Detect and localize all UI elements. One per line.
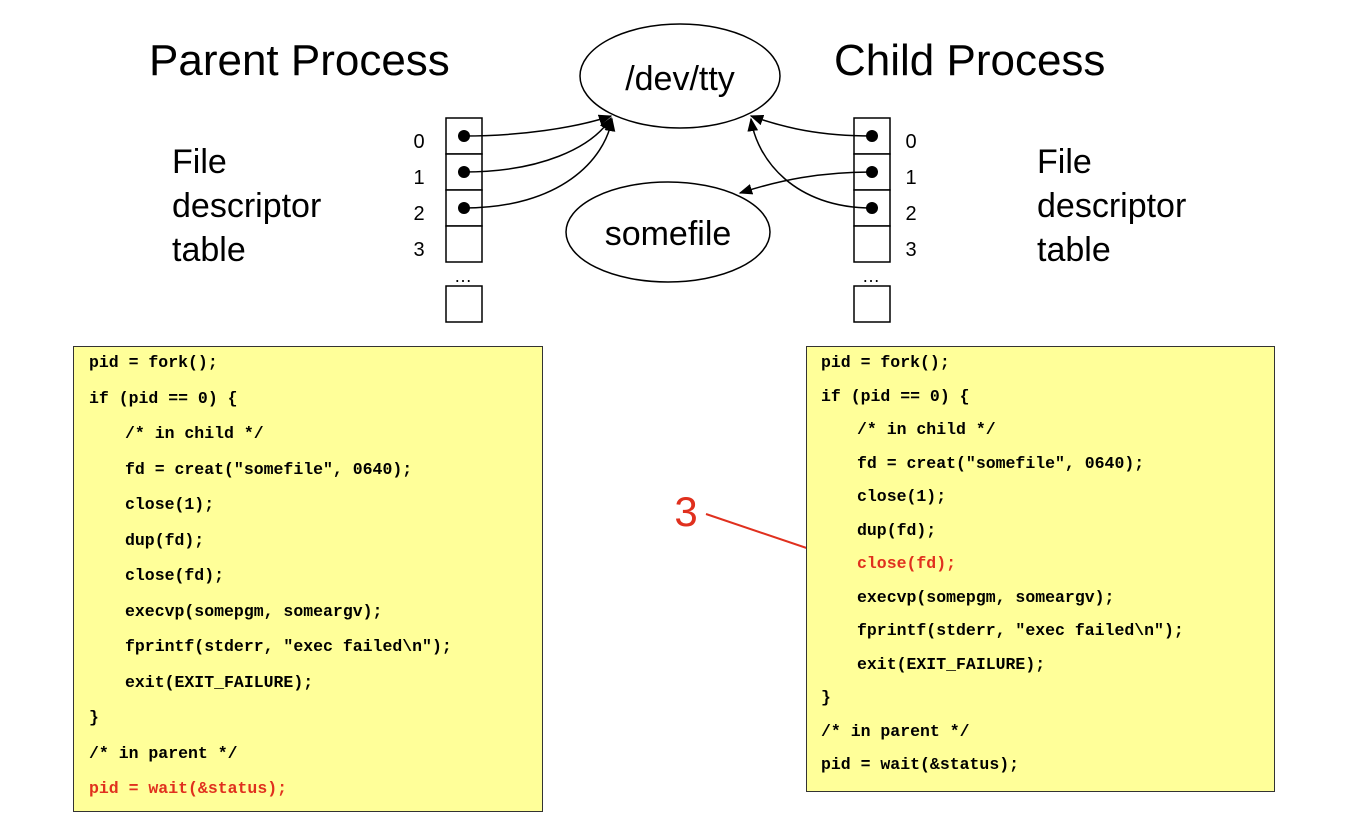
code-line: pid = fork();: [89, 353, 218, 372]
parent-fd-index: 2: [413, 203, 424, 225]
code-line: /* in child */: [125, 424, 264, 443]
code-line: /* in parent */: [821, 722, 970, 741]
code-line-highlighted: pid = wait(&status);: [89, 779, 288, 798]
parent-fd2-arrow: [463, 117, 616, 209]
child-fd-label-line: table: [1037, 231, 1111, 269]
parent-fd-index: 1: [413, 167, 424, 189]
dev-tty-ellipse: [579, 23, 781, 129]
parent-process-title: Parent Process: [149, 36, 450, 85]
parent-fd-index: 3: [413, 239, 424, 261]
code-line: dup(fd);: [857, 521, 937, 540]
parent-fd0-arrow: [463, 114, 613, 137]
child-fd-index: 0: [905, 131, 916, 153]
parent-fd-label-line: table: [172, 231, 246, 269]
child-fd-index: 2: [905, 203, 916, 225]
code-line: exit(EXIT_FAILURE);: [125, 673, 314, 692]
code-line: }: [89, 708, 99, 727]
code-line: fprintf(stderr, "exec failed\n");: [857, 621, 1184, 640]
parent-fd-ellipsis: …: [454, 266, 472, 286]
parent-fd-label-line: descriptor: [172, 187, 322, 225]
parent-code-box: pid = fork(); if (pid == 0) { /* in chil…: [73, 346, 543, 812]
parent-fd-index: 0: [413, 131, 424, 153]
code-line: dup(fd);: [125, 531, 205, 550]
code-line-highlighted: close(fd);: [857, 554, 957, 573]
code-line: /* in parent */: [89, 744, 238, 763]
parent-fd-label-line: File: [172, 143, 227, 181]
child-fd-slot: [853, 225, 891, 263]
child-fd-index: 1: [905, 167, 916, 189]
child-fd-ellipsis: …: [862, 266, 880, 286]
dev-tty-label: /dev/tty: [625, 60, 735, 98]
step-marker: 3: [674, 488, 697, 535]
child-fd-slot-extra: [853, 285, 891, 323]
code-line: pid = fork();: [821, 353, 950, 372]
code-line: execvp(somepgm, someargv);: [857, 588, 1115, 607]
code-line: pid = wait(&status);: [821, 755, 1020, 774]
code-line: }: [821, 688, 831, 707]
child-fd-table-label: File descriptor table: [1037, 140, 1186, 272]
parent-fd-slot: [445, 225, 483, 263]
code-line: execvp(somepgm, someargv);: [125, 602, 383, 621]
code-line: fd = creat("somefile", 0640);: [857, 454, 1145, 473]
somefile-ellipse: [565, 181, 771, 283]
code-line: fd = creat("somefile", 0640);: [125, 460, 413, 479]
parent-fd-slot-extra: [445, 285, 483, 323]
child-fd1-arrow: [738, 171, 873, 195]
code-line: close(fd);: [125, 566, 225, 585]
code-line: close(1);: [857, 487, 947, 506]
child-fd-index: 3: [905, 239, 916, 261]
code-line: exit(EXIT_FAILURE);: [857, 655, 1046, 674]
parent-fd1-arrow: [463, 116, 612, 173]
parent-fd-table: … 0 1 2 3: [413, 117, 483, 323]
code-line: /* in child */: [857, 420, 996, 439]
child-fd0-arrow: [749, 114, 873, 137]
child-fd-label-line: File: [1037, 143, 1092, 181]
code-line: if (pid == 0) {: [821, 387, 970, 406]
code-line: close(1);: [125, 495, 215, 514]
child-fd2-arrow: [747, 117, 873, 209]
code-line: fprintf(stderr, "exec failed\n");: [125, 637, 452, 656]
child-process-title: Child Process: [834, 36, 1106, 85]
child-code-box: pid = fork(); if (pid == 0) { /* in chil…: [806, 346, 1275, 792]
parent-fd-table-label: File descriptor table: [172, 140, 321, 272]
somefile-label: somefile: [605, 215, 732, 253]
code-line: if (pid == 0) {: [89, 389, 238, 408]
child-fd-label-line: descriptor: [1037, 187, 1187, 225]
child-fd-table: … 0 1 2 3: [853, 117, 917, 323]
